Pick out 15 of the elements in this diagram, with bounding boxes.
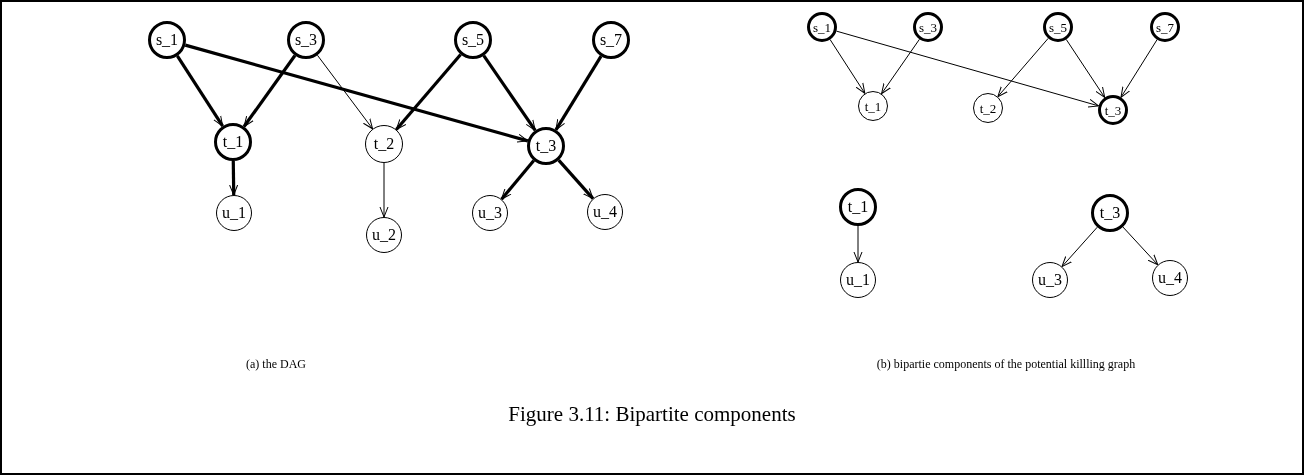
- arrow: [1061, 226, 1098, 268]
- subfigure-caption: (a) the DAG: [246, 356, 306, 373]
- arrow: [184, 43, 529, 143]
- arrow: [482, 54, 537, 132]
- arrow: [379, 162, 389, 218]
- arrow: [229, 160, 239, 196]
- subfigure-caption: (b) bipartie components of the potential killling graph: [876, 356, 1136, 373]
- arrow: [557, 159, 595, 200]
- arrow: [1122, 226, 1159, 266]
- arrow: [395, 53, 462, 131]
- arrow: [835, 30, 1100, 108]
- arrow: [500, 159, 536, 201]
- figure-caption: Figure 3.11: Bipartite components: [508, 401, 796, 429]
- arrow: [853, 225, 863, 263]
- arrow: [242, 54, 297, 128]
